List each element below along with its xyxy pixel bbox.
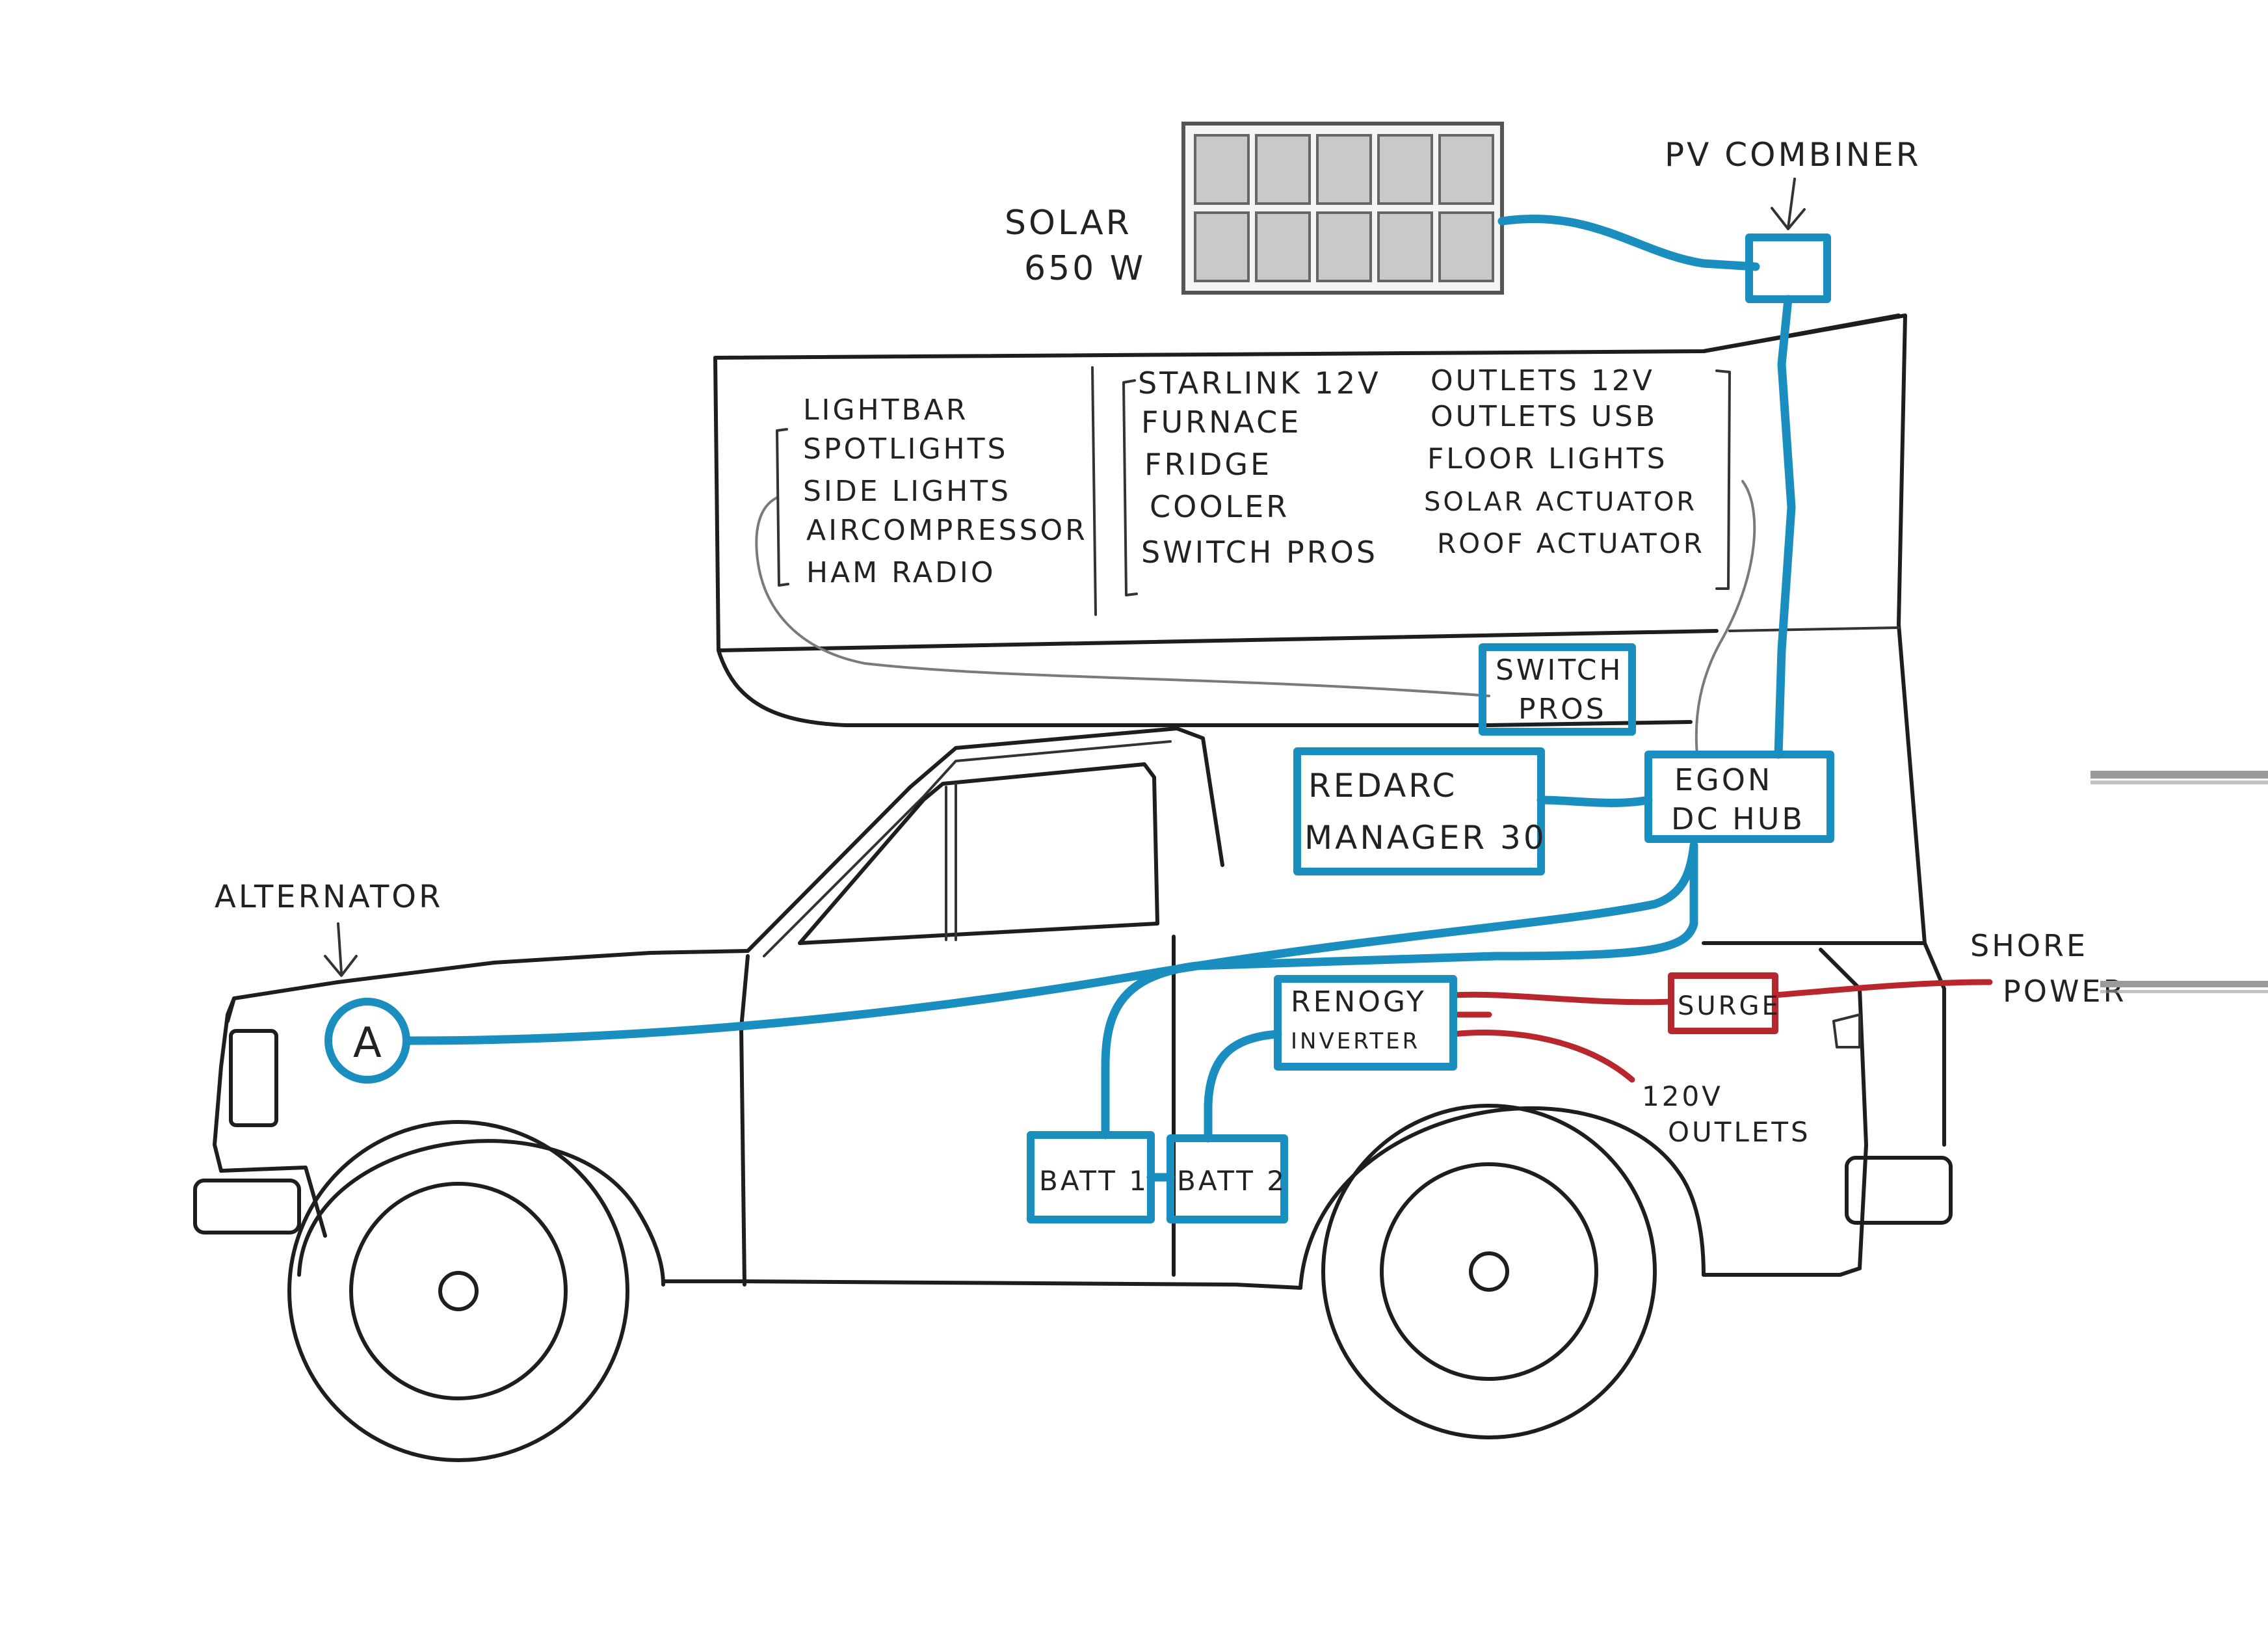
shore-power-label: SHORE bbox=[1970, 928, 2088, 963]
surge-label: SURGE bbox=[1678, 991, 1781, 1021]
list-item: OUTLETS 12V bbox=[1431, 364, 1655, 397]
renogy-inverter-box bbox=[1274, 975, 1457, 1071]
pv-combiner-box bbox=[1745, 233, 1831, 303]
solar-label: SOLAR bbox=[1005, 204, 1132, 243]
list-item: STARLINK 12V bbox=[1138, 366, 1381, 401]
thin-wiring bbox=[755, 480, 1756, 756]
list-item: FLOOR LIGHTS bbox=[1427, 442, 1668, 475]
list-item: FURNACE bbox=[1141, 405, 1301, 440]
list-item: OUTLETS USB bbox=[1431, 400, 1657, 433]
camper-shell bbox=[713, 314, 1927, 945]
pv-combiner-label: PV COMBINER bbox=[1665, 136, 1921, 174]
switch-pros-sublabel: PROS bbox=[1518, 693, 1607, 726]
down-arrow-icon bbox=[324, 922, 358, 977]
egon-sublabel: DC HUB bbox=[1671, 801, 1805, 836]
list-item: SOLAR ACTUATOR bbox=[1424, 487, 1697, 517]
egon-hub-box bbox=[1644, 751, 1834, 843]
list-item: ROOF ACTUATOR bbox=[1437, 527, 1705, 559]
switch-pros-loads: LIGHTBAR SPOTLIGHTS SIDE LIGHTS AIRCOMPR… bbox=[803, 394, 1088, 589]
batt1-box bbox=[1027, 1131, 1155, 1223]
surge-box bbox=[1668, 972, 1778, 1034]
outlets-120v-sublabel: OUTLETS bbox=[1668, 1116, 1811, 1148]
batt1-label: BATT 1 bbox=[1039, 1165, 1149, 1197]
scan-artifact bbox=[2090, 771, 2268, 993]
batt2-box bbox=[1167, 1134, 1288, 1223]
redarc-sublabel: MANAGER 30 bbox=[1304, 819, 1547, 857]
hub-bracket-left bbox=[1122, 379, 1138, 596]
list-item: COOLER bbox=[1150, 489, 1289, 524]
batt2-label: BATT 2 bbox=[1177, 1165, 1287, 1197]
hub-loads-left: STARLINK 12V FURNACE FRIDGE COOLER SWITC… bbox=[1138, 366, 1381, 570]
egon-label: EGON bbox=[1674, 762, 1773, 797]
solar-wattage: 650 W bbox=[1024, 249, 1146, 288]
hub-bracket-right bbox=[1715, 369, 1731, 590]
renogy-sublabel: INVERTER bbox=[1291, 1028, 1420, 1054]
switch-pros-label: SWITCH bbox=[1496, 654, 1624, 687]
list-item: AIRCOMPRESSOR bbox=[806, 514, 1088, 547]
switch-pros-box bbox=[1479, 643, 1636, 736]
renogy-label: RENOGY bbox=[1291, 985, 1427, 1019]
solar-panel-icon bbox=[1181, 122, 1504, 295]
alternator-circle bbox=[324, 998, 410, 1084]
list-item: LIGHTBAR bbox=[803, 394, 968, 427]
dc-wiring bbox=[405, 215, 1796, 1182]
list-item: FRIDGE bbox=[1144, 447, 1272, 482]
list-item: SPOTLIGHTS bbox=[803, 433, 1008, 466]
redarc-box bbox=[1293, 747, 1545, 875]
list-item: SWITCH PROS bbox=[1141, 535, 1378, 570]
hub-loads-right: OUTLETS 12V OUTLETS USB FLOOR LIGHTS SOL… bbox=[1424, 364, 1705, 559]
alternator-symbol: A bbox=[353, 1019, 382, 1067]
alternator-label: ALTERNATOR bbox=[215, 879, 443, 915]
switch-pros-bracket bbox=[776, 428, 789, 587]
outlets-120v-label: 120V bbox=[1642, 1080, 1723, 1112]
ac-wiring bbox=[1450, 979, 1993, 1083]
list-item: SIDE LIGHTS bbox=[803, 475, 1011, 508]
list-item: HAM RADIO bbox=[806, 556, 996, 589]
redarc-label: REDARC bbox=[1308, 767, 1457, 805]
truck-outline bbox=[193, 727, 1953, 1462]
down-arrow-icon bbox=[1771, 178, 1806, 230]
